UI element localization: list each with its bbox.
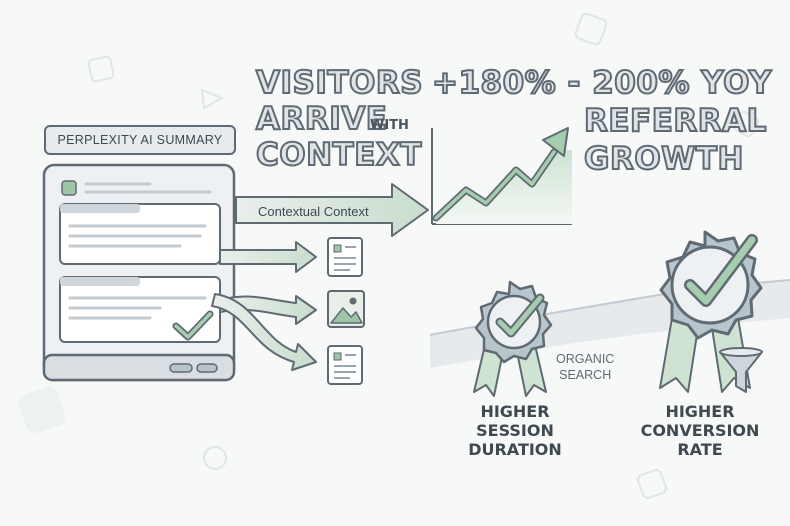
document-icon	[327, 345, 363, 385]
headline-context: CONTEXT	[255, 137, 422, 173]
flow-arrow-document-1	[219, 241, 317, 273]
flow-arrow-document-2	[211, 293, 317, 371]
headline-visitors: VISITORS	[255, 65, 424, 101]
document-icon	[327, 237, 363, 277]
summary-panel-title: PERPLEXITY AI SUMMARY	[44, 125, 236, 155]
panel-button-1	[169, 363, 193, 373]
ribbon-badge-icon	[659, 230, 763, 393]
ribbon-badge-icon	[473, 280, 553, 397]
badge-label-session-duration: HIGHER SESSION DURATION	[468, 402, 562, 459]
background-decoration	[18, 12, 760, 499]
growth-line-icon	[431, 127, 572, 225]
headline-growth: GROWTH	[583, 141, 744, 177]
organic-search-label: ORGANIC SEARCH	[556, 352, 615, 382]
headline-referral: REFERRAL	[583, 103, 767, 139]
panel-button-2	[196, 363, 218, 373]
context-arrow	[235, 183, 429, 237]
summary-panel	[42, 163, 236, 382]
headline-arrive: ARRIVE	[255, 101, 388, 137]
funnel-icon	[719, 347, 763, 393]
headline-with: WITH	[370, 118, 409, 133]
badge-label-conversion-rate: HIGHER CONVERSION RATE	[640, 402, 760, 459]
image-icon	[327, 290, 365, 328]
panel-header-icon	[61, 180, 77, 196]
headline-growth-percent: +180% - 200% YOY	[431, 65, 772, 101]
arrow-label: Contextual Context	[258, 204, 369, 219]
